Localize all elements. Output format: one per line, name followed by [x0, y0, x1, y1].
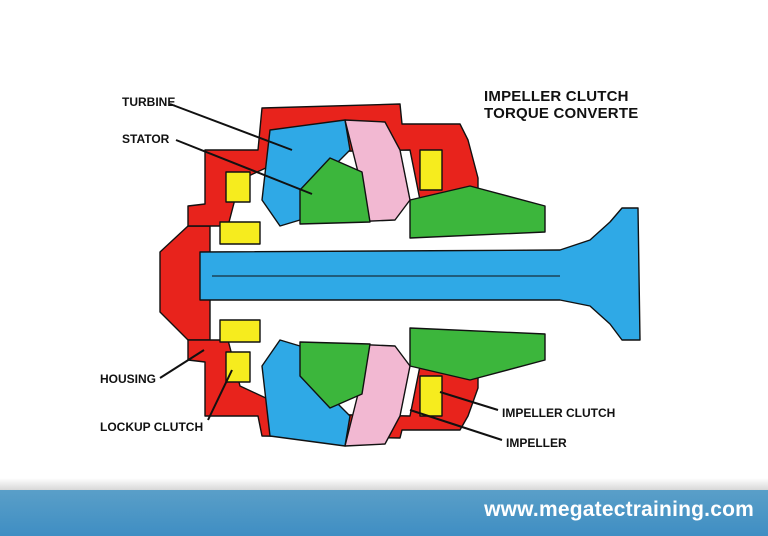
label-turbine: TURBINE [122, 95, 176, 109]
leader-lines [159, 103, 503, 441]
label-housing: HOUSING [100, 372, 157, 386]
stator-lower [299, 341, 371, 409]
leader-impeller [409, 409, 503, 441]
footer-bar [0, 490, 768, 536]
title-line-1: IMPELLER CLUTCH [484, 88, 629, 105]
diagram-title: IMPELLER CLUTCH TORQUE CONVERTE [484, 88, 638, 122]
leader-housing [159, 349, 205, 379]
main-shaft [199, 207, 641, 341]
leader-stator [175, 139, 313, 195]
clutch-carrier-upper [409, 185, 546, 239]
bearing-lower [219, 319, 261, 343]
leader-lockup-clutch [207, 369, 233, 421]
website-link[interactable]: www.megatectraining.com [484, 498, 754, 521]
leader-impeller-clutch [439, 391, 499, 411]
leader-turbine [169, 103, 293, 151]
label-impeller-clutch: IMPELLER CLUTCH [502, 406, 616, 420]
footer-shadow [0, 478, 768, 492]
label-impeller: IMPELLER [506, 436, 567, 450]
lockup-clutch-lower [225, 351, 251, 383]
bearing-upper [219, 221, 261, 245]
label-lockup-clutch: LOCKUP CLUTCH [100, 420, 204, 434]
cross-section [159, 103, 641, 447]
impeller-clutch-upper [419, 149, 443, 191]
title-line-2: TORQUE CONVERTE [484, 105, 639, 122]
clutch-carrier-lower [409, 327, 546, 381]
label-stator: STATOR [122, 132, 170, 146]
impeller-clutch-lower [419, 375, 443, 417]
lockup-clutch-upper [225, 171, 251, 203]
stator-upper [299, 157, 371, 225]
